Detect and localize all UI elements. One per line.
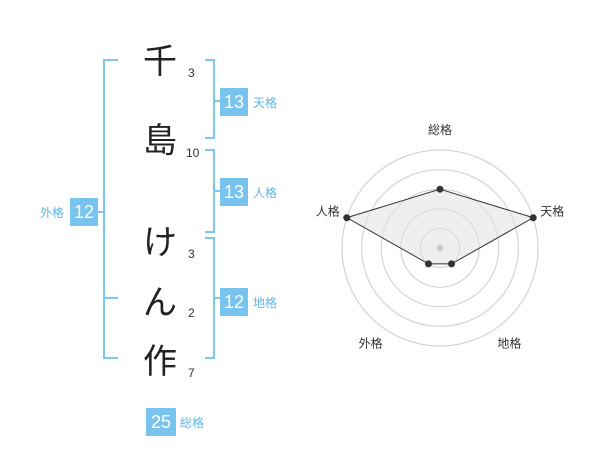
jinkaku-label: 人格 <box>253 186 278 200</box>
radar-point-2 <box>529 214 537 222</box>
radar-axis-label-4: 外格 <box>359 336 383 351</box>
name-char-2: 島 <box>143 121 177 161</box>
radar-axis-label-3: 地格 <box>497 336 521 351</box>
radar-axis-label-2: 天格 <box>540 204 564 219</box>
chikaku-label: 地格 <box>253 296 278 310</box>
radar-point-4 <box>424 260 432 268</box>
gaikaku-value-badge: 12 <box>70 198 98 226</box>
soukaku-label: 総格 <box>180 416 205 430</box>
gaikaku-label: 外格 <box>40 206 65 220</box>
radar-axis-label-1: 総格 <box>428 122 452 137</box>
radar-point-1 <box>436 185 444 193</box>
jinkaku-value-badge: 13 <box>220 178 248 206</box>
tenkaku-value-badge: 13 <box>220 88 248 116</box>
name-char-4: ん <box>143 283 177 323</box>
chikaku-value-badge: 12 <box>220 288 248 316</box>
radar-point-5 <box>343 214 351 222</box>
radar-ring-4 <box>361 169 519 327</box>
stroke-count-4: 2 <box>188 306 195 320</box>
stroke-count-3: 3 <box>188 247 195 261</box>
radar-area <box>345 188 535 265</box>
name-char-1: 千 <box>143 42 177 82</box>
radar-center-dot <box>436 244 444 252</box>
radar-ring-5 <box>341 149 539 347</box>
stroke-count-5: 7 <box>188 366 195 380</box>
tenkaku-bracket <box>205 59 215 139</box>
stroke-count-2: 10 <box>186 146 200 160</box>
radar-point-3 <box>448 260 456 268</box>
name-char-3: け <box>143 223 177 263</box>
name-char-5: 作 <box>143 342 177 382</box>
radar-axis-label-5: 人格 <box>316 204 340 219</box>
tenkaku-label: 天格 <box>253 96 278 110</box>
gaikaku-bracket <box>103 59 118 359</box>
soukaku-value-badge: 25 <box>146 408 176 436</box>
stroke-count-1: 3 <box>188 66 195 80</box>
